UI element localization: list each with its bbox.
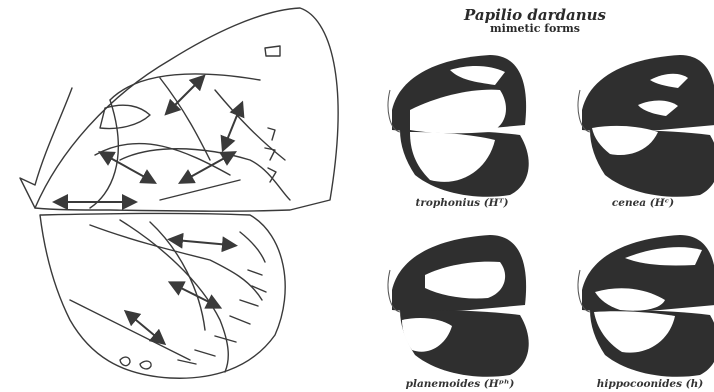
caption-cenea: cenea (Hᶜ) (568, 197, 714, 209)
wing-trophonius (388, 55, 529, 197)
wing-cenea (578, 55, 714, 197)
caption-trophonius: trophonius (Hᵀ) (387, 197, 537, 209)
caption-hippocoonides: hippocoonides (h) (575, 378, 714, 390)
figure-subtitle: mimetic forms (430, 22, 640, 35)
wing-hippocoonides (578, 235, 714, 377)
wing-planemoides (388, 235, 529, 377)
caption-planemoides: planemoides (Hᵖʰ) (385, 378, 535, 390)
